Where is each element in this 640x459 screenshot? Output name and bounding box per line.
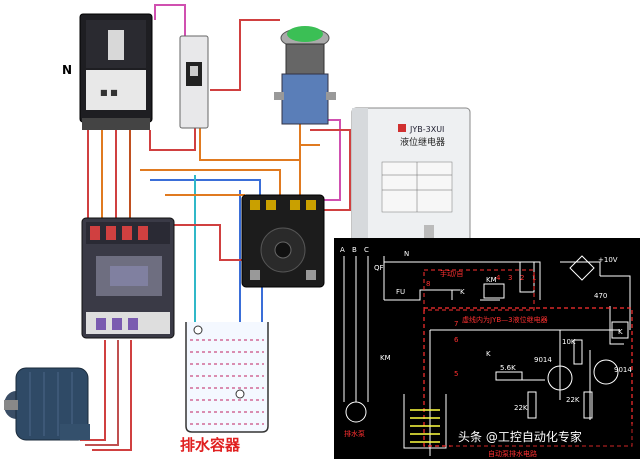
sch-pin-6: 6	[454, 336, 459, 344]
sch-motor-label: 排水泵	[344, 429, 365, 438]
sch-t2: 9014	[614, 366, 632, 374]
sch-pin-1: 1	[532, 274, 536, 282]
sch-relay-note: 虚线内为JYB—3液位继电器	[462, 315, 548, 324]
watermark-text: 头条 @工控自动化专家	[458, 429, 582, 444]
sch-voltage: +10V	[598, 256, 618, 264]
drain-pump-motor	[4, 367, 90, 441]
liquid-level-relay: JYB-3XUI 液位继电器	[351, 107, 471, 247]
sch-r4: 22K	[566, 396, 580, 404]
breaker-n-label: N	[62, 63, 72, 77]
sch-pin-4: 4	[496, 274, 501, 282]
sch-k3: K	[618, 328, 623, 336]
sch-phase-a: A	[340, 246, 345, 254]
sch-km-coil: KM	[486, 276, 497, 284]
relay-title: 液位继电器	[400, 136, 445, 148]
sch-phase-b: B	[352, 246, 357, 254]
container-caption: 排水容器	[180, 436, 241, 454]
sch-pin-2: 2	[520, 274, 524, 282]
schematic-panel: A B C QF N FU KM KM +10V 470 10K 5.6K 22…	[334, 238, 640, 459]
sch-cap: 470	[594, 292, 607, 300]
sch-km-main: KM	[380, 354, 391, 362]
sch-bottom-title: 自动泵排水电路	[488, 449, 537, 458]
sch-pin-5: 5	[454, 370, 458, 378]
relay-brand: JYB-3XUI	[409, 125, 444, 134]
wiring	[80, 4, 351, 451]
sch-pin-7: 7	[454, 320, 458, 328]
ac-contactor	[81, 217, 175, 339]
sch-k1: K	[460, 288, 465, 296]
main-circuit-breaker: ■ ■ N	[62, 13, 153, 130]
sch-fu: FU	[396, 288, 405, 296]
sch-n: N	[404, 250, 409, 258]
sch-r2: 5.6K	[500, 364, 516, 372]
svg-text:■ ■: ■ ■	[100, 88, 118, 97]
watermark: 头条 @工控自动化专家	[450, 424, 636, 448]
miniature-breaker	[179, 35, 209, 129]
sch-k2: K	[486, 350, 491, 358]
relay-socket	[241, 194, 325, 288]
sch-pin-8: 8	[426, 280, 430, 288]
sch-r3: 22K	[514, 404, 528, 412]
drain-container: 排水容器	[180, 322, 269, 454]
sch-pin-3: 3	[508, 274, 512, 282]
sch-phase-c: C	[364, 246, 369, 254]
green-pushbutton	[274, 26, 336, 125]
sch-r1: 10K	[562, 338, 576, 346]
sch-t1: 9014	[534, 356, 552, 364]
sch-switch-label: 手动/自	[440, 269, 463, 278]
sch-qf: QF	[374, 264, 384, 272]
